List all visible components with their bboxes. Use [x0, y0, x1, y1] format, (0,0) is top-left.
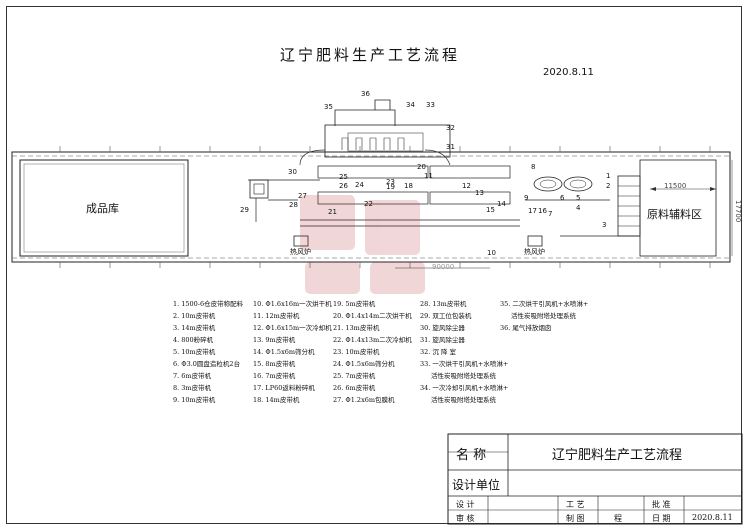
callout-36: 36: [361, 90, 370, 98]
legend-item: 5. 10m皮带机: [173, 348, 216, 356]
callout-28: 28: [289, 201, 298, 209]
title-block-process: 工 艺: [566, 500, 585, 509]
legend-item: 28. 13m皮带机: [420, 300, 467, 308]
legend-item: 21. 13m皮带机: [333, 324, 380, 332]
furnace-right-label: 热风炉: [524, 248, 545, 256]
legend-item: 22. Φ1.4x13m二次冷却机: [333, 336, 412, 344]
callout-11: 11: [424, 172, 433, 180]
legend-item: 23. 10m皮带机: [333, 348, 380, 356]
callout-17: 17: [528, 207, 537, 215]
furnace-left-label: 热风炉: [290, 248, 311, 256]
callout-35: 35: [324, 103, 333, 111]
callout-12: 12: [462, 182, 471, 190]
callout-24: 24: [355, 181, 364, 189]
title-block-date-value: 2020.8.11: [692, 513, 733, 522]
callout-16: 16: [538, 207, 547, 215]
legend-item: 36. 尾气排放烟囱: [500, 324, 552, 332]
page-title: 辽宁肥料生产工艺流程: [280, 46, 461, 64]
callout-3: 3: [602, 221, 607, 229]
legend-item: 2. 10m皮带机: [173, 312, 216, 320]
callout-30: 30: [288, 168, 297, 176]
callout-2: 2: [606, 182, 611, 190]
sheet-border: [6, 6, 742, 524]
title-block-review: 审 核: [456, 514, 475, 523]
callout-19: 19: [386, 183, 395, 191]
dimension-height: 17700: [734, 200, 742, 223]
legend-item: 31. 旋风除尘器: [420, 336, 465, 344]
callout-32: 32: [446, 124, 455, 132]
legend-item: 19. 5m皮带机: [333, 300, 376, 308]
callout-5: 5: [576, 194, 581, 202]
title-block-drawing-value: 程: [614, 514, 622, 523]
dimension-width: 11500: [664, 182, 687, 190]
title-block-approve: 批 准: [652, 500, 671, 509]
legend-item: 29. 双工位包装机: [420, 312, 472, 320]
legend-item: 15. 8m皮带机: [253, 360, 296, 368]
callout-22: 22: [364, 200, 373, 208]
callout-29: 29: [240, 206, 249, 214]
callout-6: 6: [560, 194, 565, 202]
legend-item: 4. 800粉碎机: [173, 336, 214, 344]
title-block-design: 设 计: [456, 500, 475, 509]
legend-item: 3. 14m皮带机: [173, 324, 216, 332]
title-block-date-label: 日 期: [652, 514, 671, 523]
callout-20: 20: [417, 163, 426, 171]
legend-item: 32. 沉 降 室: [420, 348, 457, 356]
title-block-name-label: 名 称: [456, 448, 487, 463]
legend-item: 20. Φ1.4x14m二次烘干机: [333, 312, 412, 320]
legend-item: 7. 6m皮带机: [173, 372, 212, 380]
title-block-name-value: 辽宁肥料生产工艺流程: [552, 448, 683, 463]
callout-18: 18: [404, 182, 413, 190]
header-date: 2020.8.11: [543, 67, 594, 78]
legend-item: 17. LP60返料粉碎机: [253, 384, 315, 392]
callout-7: 7: [548, 210, 553, 218]
legend-item: 10. Φ1.6x16m一次烘干机: [253, 300, 332, 308]
legend-item: 8. 3m皮带机: [173, 384, 212, 392]
legend-item: 24. Φ1.5x6m筛分机: [333, 360, 395, 368]
callout-33: 33: [426, 101, 435, 109]
legend-item: 33. 一次烘干引风机+水喷淋+: [420, 360, 509, 368]
legend-item: 12. Φ1.6x15m一次冷却机: [253, 324, 332, 332]
title-block-drawing: 制 图: [566, 514, 585, 523]
raw-material-area-label: 原料辅料区: [647, 208, 702, 221]
callout-26: 26: [339, 182, 348, 190]
legend-item: 活性炭吸附塔处理系统: [511, 312, 576, 320]
callout-4: 4: [576, 204, 581, 212]
callout-13: 13: [475, 189, 484, 197]
callout-21: 21: [328, 208, 337, 216]
legend-item: 30. 旋风除尘器: [420, 324, 465, 332]
callout-25: 25: [339, 173, 348, 181]
dimension-total: 90000: [432, 263, 455, 271]
legend-item: 14. Φ1.5x6m筛分机: [253, 348, 315, 356]
legend-item: 6. Φ3.0圆盘造粒机2台: [173, 360, 241, 368]
legend-item: 25. 7m皮带机: [333, 372, 376, 380]
legend-item: 9. 10m皮带机: [173, 396, 216, 404]
callout-1: 1: [606, 172, 611, 180]
callout-23: 23: [386, 178, 395, 186]
callout-34: 34: [406, 101, 415, 109]
legend-item: 16. 7m皮带机: [253, 372, 296, 380]
callout-9: 9: [524, 194, 529, 202]
legend-item: 18. 14m皮带机: [253, 396, 300, 404]
legend-item: 34. 一次冷却引风机+水喷淋+: [420, 384, 509, 392]
callout-31: 31: [446, 143, 455, 151]
finished-goods-warehouse-label: 成品库: [86, 202, 119, 215]
callout-14: 14: [497, 200, 506, 208]
title-block-unit-label: 设计单位: [452, 478, 501, 492]
legend-item: 11. 12m皮带机: [253, 312, 300, 320]
legend-item: 1. 1500-6仓皮带称配料: [173, 300, 244, 308]
callout-27: 27: [298, 192, 307, 200]
legend-item: 13. 9m皮带机: [253, 336, 296, 344]
legend-item: 26. 6m皮带机: [333, 384, 376, 392]
legend-item: 35. 二次烘干引风机+水喷淋+: [500, 300, 589, 308]
legend-item: 27. Φ1.2x6m包膜机: [333, 396, 395, 404]
callout-8: 8: [531, 163, 536, 171]
legend-item: 活性炭吸附塔处理系统: [431, 372, 496, 380]
callout-10: 10: [487, 249, 496, 257]
legend-item: 活性炭吸附塔处理系统: [431, 396, 496, 404]
callout-15: 15: [486, 206, 495, 214]
